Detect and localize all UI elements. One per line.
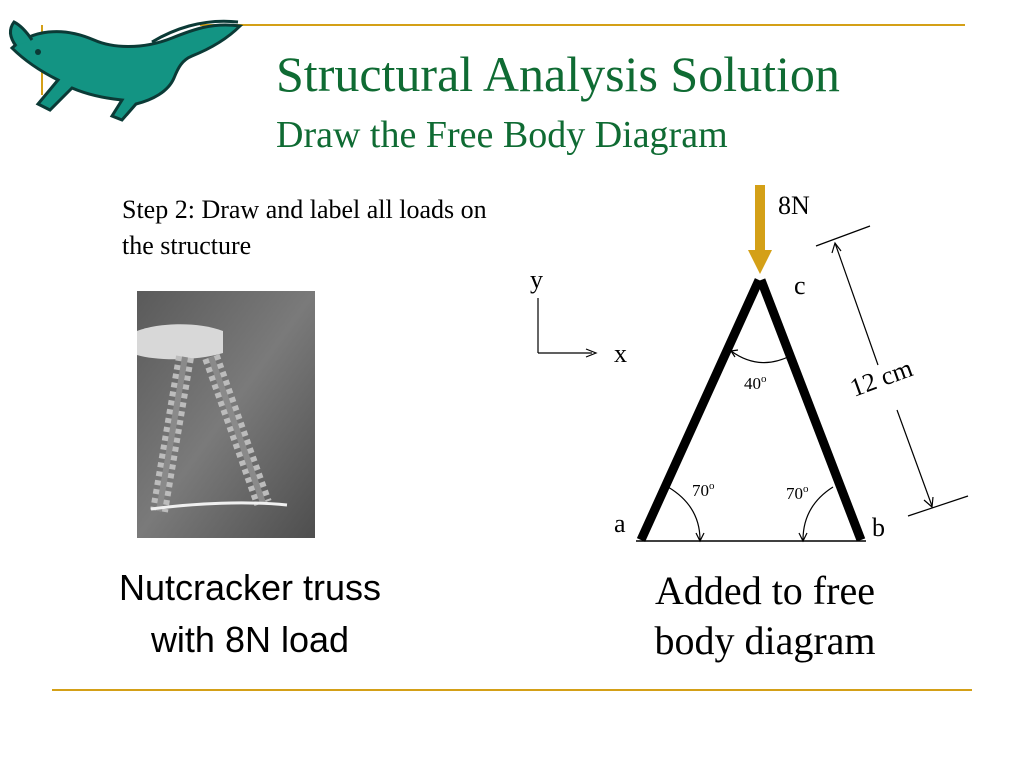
member-ac — [636, 278, 764, 542]
angle-top-label: 40o — [744, 373, 767, 393]
diagram-caption: Added to free body diagram — [610, 566, 920, 666]
angle-right-label: 70o — [786, 483, 809, 503]
dim-line-lower — [896, 409, 933, 507]
diagram-caption-line-1: Added to free — [655, 568, 875, 613]
dim-ext-top — [815, 225, 871, 247]
photo-caption-line-1: Nutcracker truss — [118, 567, 382, 608]
node-a-label: a — [614, 509, 626, 538]
step-instruction: Step 2: Draw and label all loads on the … — [122, 195, 487, 260]
angle-top-arrow-right — [785, 351, 794, 361]
angle-top-arc — [730, 350, 793, 364]
dim-ext-bottom — [907, 495, 969, 517]
nutcracker-truss-photo — [137, 291, 315, 538]
photo-caption-line-2: with 8N load — [150, 619, 350, 660]
node-b-label: b — [872, 513, 885, 542]
member-bc — [756, 278, 866, 542]
axis-x-arrowhead — [585, 348, 598, 358]
slide-subtitle: Draw the Free Body Diagram — [276, 114, 728, 156]
angle-left-arc — [667, 486, 701, 541]
angle-left-label: 70o — [692, 480, 715, 500]
axis-y-label: y — [530, 265, 543, 294]
node-c-label: c — [794, 271, 806, 300]
load-arrow-head — [748, 250, 772, 274]
dim-arrow-top — [831, 241, 842, 254]
angle-right-arc — [802, 486, 834, 541]
angle-right-arrow — [798, 532, 808, 543]
load-label: 8N — [778, 191, 810, 220]
length-label: 12 cm — [846, 353, 916, 402]
dim-line-upper — [834, 242, 879, 366]
axis-x-label: x — [614, 339, 627, 368]
diagram-caption-line-2: body diagram — [654, 618, 876, 663]
dim-arrow-bottom — [923, 496, 934, 509]
angle-left-arrow — [695, 532, 705, 543]
slide-title: Structural Analysis Solution — [276, 46, 840, 102]
mustang-horse-icon — [8, 19, 244, 122]
photo-caption: Nutcracker truss with 8N load — [60, 562, 440, 666]
angle-top-arrow-left — [729, 349, 739, 358]
